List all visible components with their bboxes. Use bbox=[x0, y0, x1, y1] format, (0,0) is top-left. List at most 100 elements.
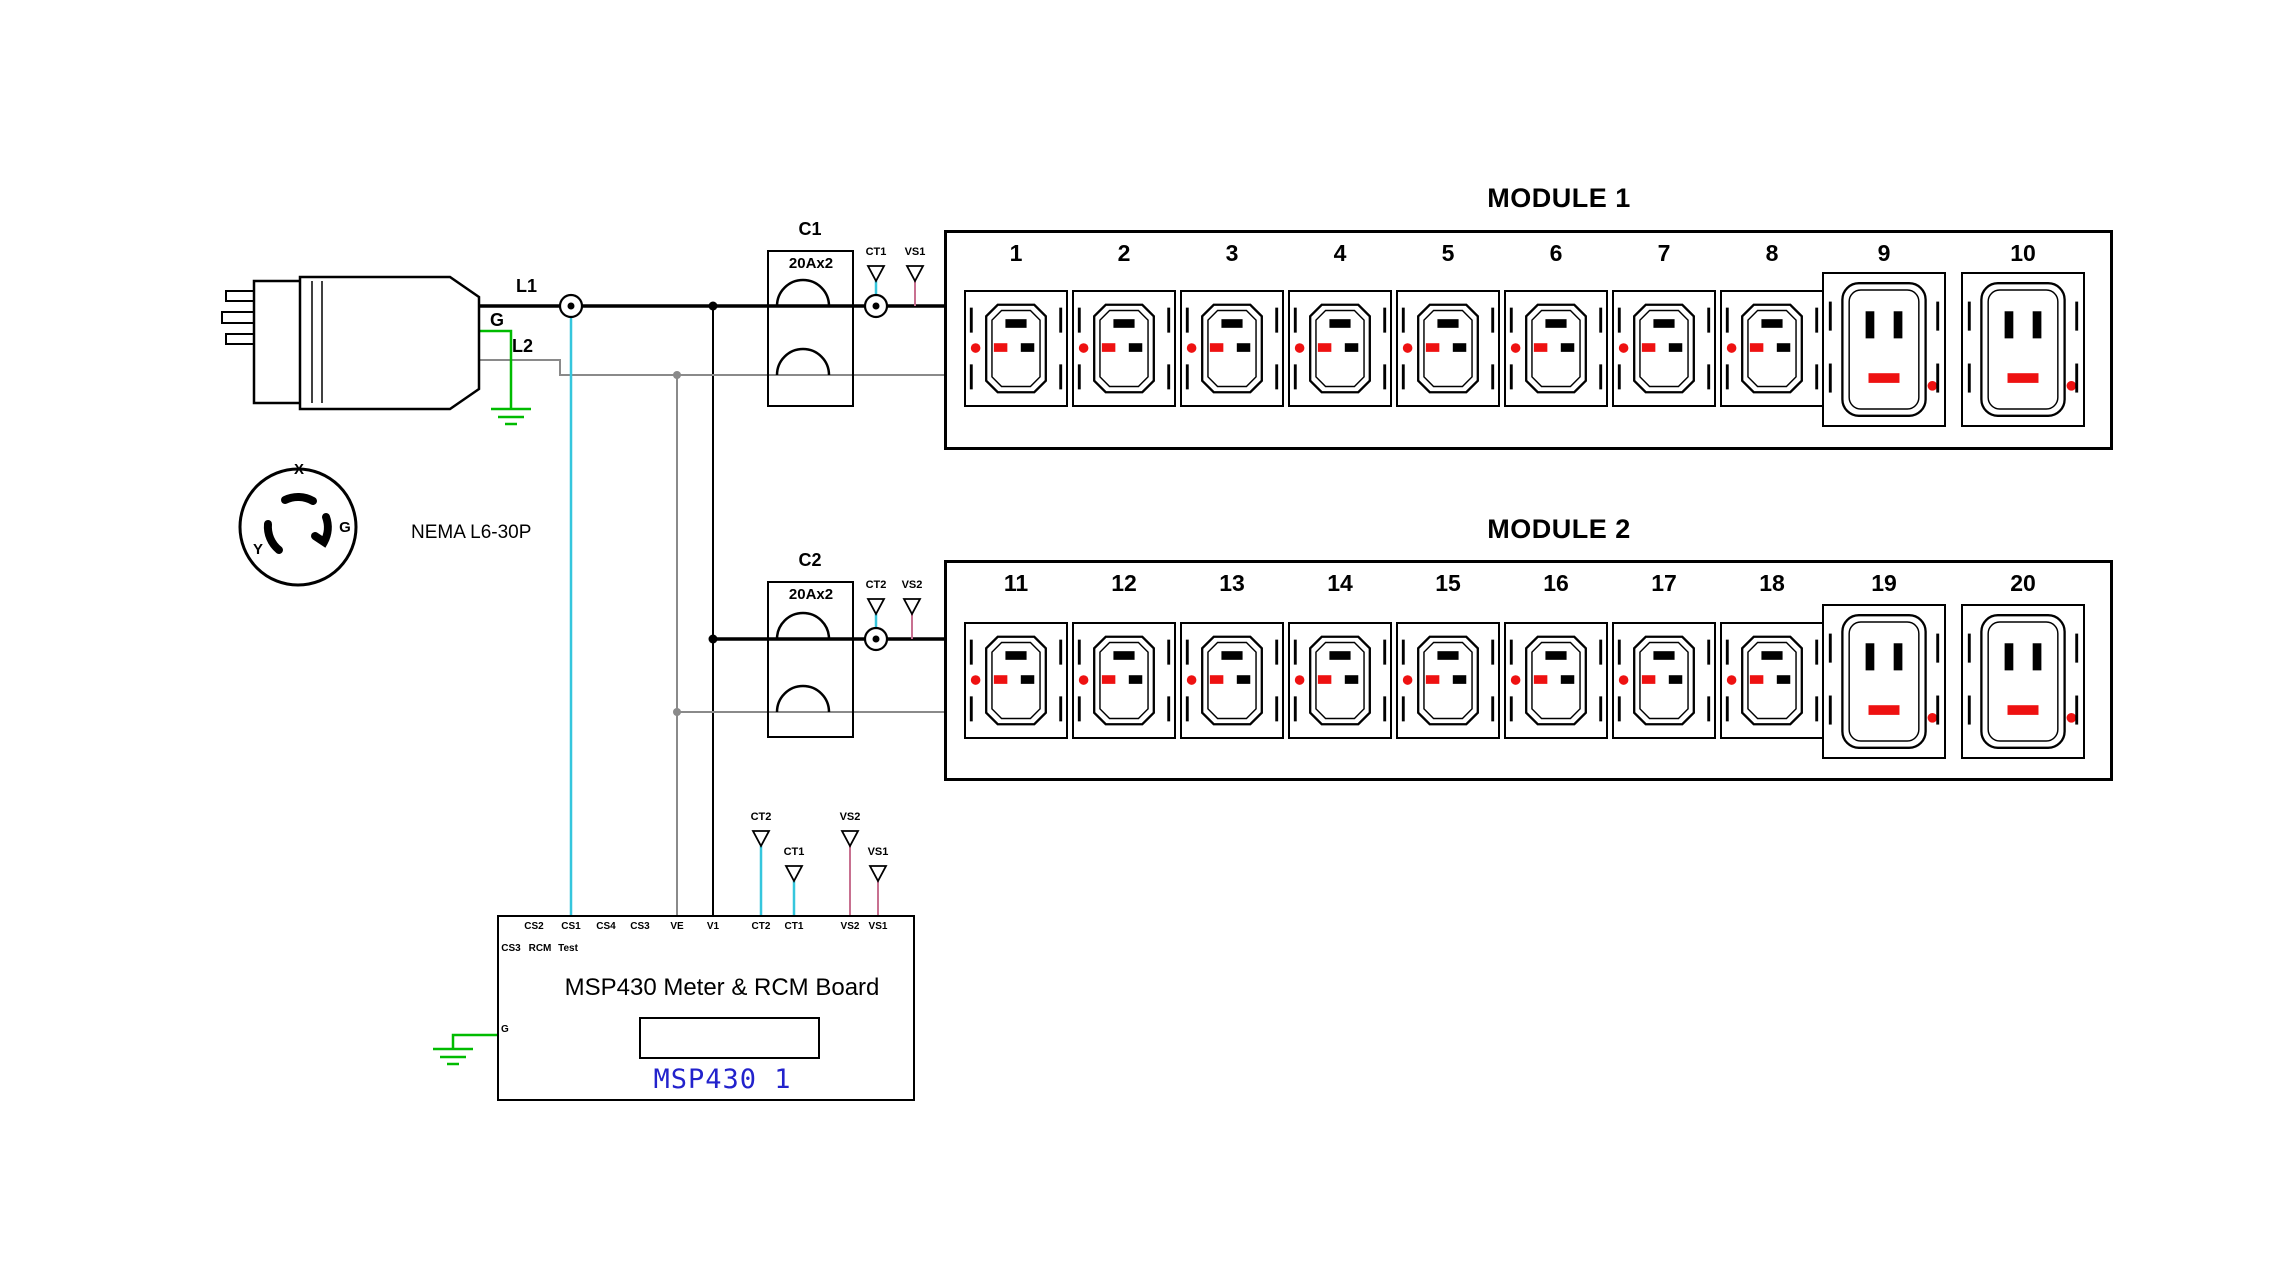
wires-current-sense bbox=[569, 281, 878, 915]
slot-neutral bbox=[1452, 675, 1467, 684]
slot-neutral bbox=[1560, 343, 1575, 352]
slot-live bbox=[1641, 675, 1656, 684]
board-pin-label: CS1 bbox=[561, 921, 581, 932]
slot-live bbox=[1209, 675, 1224, 684]
slot-neutral bbox=[2032, 643, 2042, 671]
board-pin-label: CS2 bbox=[524, 921, 544, 932]
blade-x bbox=[281, 493, 317, 505]
ct2-connector-label: CT2 bbox=[865, 579, 887, 591]
slot-ground bbox=[1329, 319, 1351, 328]
slot-ground bbox=[2007, 373, 2039, 383]
board-title: MSP430 Meter & RCM Board bbox=[564, 974, 880, 1001]
slot-ground bbox=[1005, 651, 1027, 660]
module-2-title: MODULE 2 bbox=[1487, 514, 1631, 544]
breaker-c2-label: C2 bbox=[798, 550, 822, 570]
c13-socket-graphic bbox=[969, 635, 1063, 726]
terminal-g-label: G bbox=[490, 310, 505, 330]
slot-live bbox=[1865, 311, 1875, 339]
c13-socket-graphic bbox=[1293, 635, 1387, 726]
slot-neutral bbox=[1893, 643, 1903, 671]
wires-ground bbox=[433, 329, 531, 1066]
plug-face-y-label: Y bbox=[252, 541, 263, 558]
wire-ground-board bbox=[451, 1033, 497, 1049]
slot-ground bbox=[1545, 651, 1567, 660]
slot-neutral bbox=[1128, 343, 1143, 352]
outlet-c13 bbox=[1180, 290, 1284, 407]
indicator-dot bbox=[1186, 343, 1197, 353]
board-pin-label: V1 bbox=[706, 921, 720, 932]
slot-ground bbox=[1113, 651, 1135, 660]
board-pin-label: VS1 bbox=[868, 921, 888, 932]
module-2-box bbox=[944, 560, 2113, 781]
ct1-connector-triangle bbox=[866, 265, 886, 283]
indicator-dot bbox=[2066, 380, 2077, 391]
plug-collar bbox=[252, 279, 304, 405]
vs1-connector-triangle bbox=[905, 265, 925, 283]
slot-live bbox=[1425, 343, 1440, 352]
indicator-dot bbox=[1078, 343, 1089, 353]
outlet-c13 bbox=[964, 290, 1068, 407]
c13-socket-graphic bbox=[1077, 635, 1171, 726]
outlet-c13 bbox=[1072, 290, 1176, 407]
plug-body bbox=[298, 275, 481, 411]
slot-live bbox=[1425, 675, 1440, 684]
outlet-number: 10 bbox=[2010, 240, 2036, 266]
plug-face-g-label: G bbox=[339, 519, 351, 536]
slot-ground bbox=[1113, 319, 1135, 328]
c19-socket-graphic bbox=[1828, 282, 1940, 417]
indicator-dot bbox=[1927, 380, 1938, 391]
c19-socket-graphic bbox=[1828, 614, 1940, 749]
board-ground-label: G bbox=[501, 1024, 509, 1035]
outlet-c19 bbox=[1961, 272, 2085, 427]
outlet-c13 bbox=[964, 622, 1068, 739]
outlet-number: 7 bbox=[1657, 240, 1671, 266]
outlet-number: 2 bbox=[1117, 240, 1131, 266]
board-vs2-connector-triangle bbox=[840, 830, 860, 848]
ground-symbol-board bbox=[433, 1047, 473, 1066]
slot-live bbox=[1749, 675, 1764, 684]
vs2-connector-label: VS2 bbox=[901, 579, 923, 591]
board-pin-label: CS3 bbox=[630, 921, 650, 932]
outlet-c13 bbox=[1612, 290, 1716, 407]
c13-socket-graphic bbox=[1185, 635, 1279, 726]
vs1-connector-label: VS1 bbox=[904, 246, 926, 258]
plug-face-blades bbox=[263, 493, 332, 554]
wires-l2 bbox=[479, 359, 944, 915]
c19-socket-graphic bbox=[1967, 282, 2079, 417]
outlet-number: 6 bbox=[1549, 240, 1563, 266]
slot-neutral bbox=[1236, 343, 1251, 352]
module-1-box bbox=[944, 230, 2113, 450]
slot-neutral bbox=[1776, 343, 1791, 352]
indicator-dot bbox=[1726, 343, 1737, 353]
outlet-number: 9 bbox=[1877, 240, 1891, 266]
c13-socket-graphic bbox=[1077, 303, 1171, 394]
breaker-c1-pole2 bbox=[775, 347, 831, 376]
slot-ground bbox=[2007, 705, 2039, 715]
slot-ground bbox=[1653, 651, 1675, 660]
outlet-number: 20 bbox=[2010, 570, 2036, 596]
slot-ground bbox=[1005, 319, 1027, 328]
board-vs1-connector-triangle bbox=[868, 865, 888, 883]
outlet-c19 bbox=[1961, 604, 2085, 759]
c13-socket-graphic bbox=[1509, 635, 1603, 726]
breaker-c1-rating: 20Ax2 bbox=[788, 255, 834, 272]
plug-face-x-label: X bbox=[293, 461, 304, 478]
board-pin-label: CS3 bbox=[501, 943, 521, 954]
outlet-c13 bbox=[1396, 290, 1500, 407]
breaker-c1-pole1 bbox=[775, 278, 831, 307]
slot-live bbox=[1865, 643, 1875, 671]
board-vs2-connector-label: VS2 bbox=[839, 811, 861, 823]
c13-socket-graphic bbox=[1617, 303, 1711, 394]
wires-voltage-sense bbox=[849, 281, 916, 915]
c13-socket-graphic bbox=[1185, 303, 1279, 394]
slot-neutral bbox=[1020, 675, 1035, 684]
outlet-c13 bbox=[1288, 290, 1392, 407]
breaker-arcs bbox=[775, 278, 831, 713]
plug-prong bbox=[225, 333, 257, 345]
plug-graphic bbox=[221, 275, 481, 587]
breaker-c2-pole1 bbox=[775, 611, 831, 640]
ct-symbols bbox=[558, 293, 889, 652]
slot-live bbox=[2004, 643, 2014, 671]
slot-live bbox=[1209, 343, 1224, 352]
